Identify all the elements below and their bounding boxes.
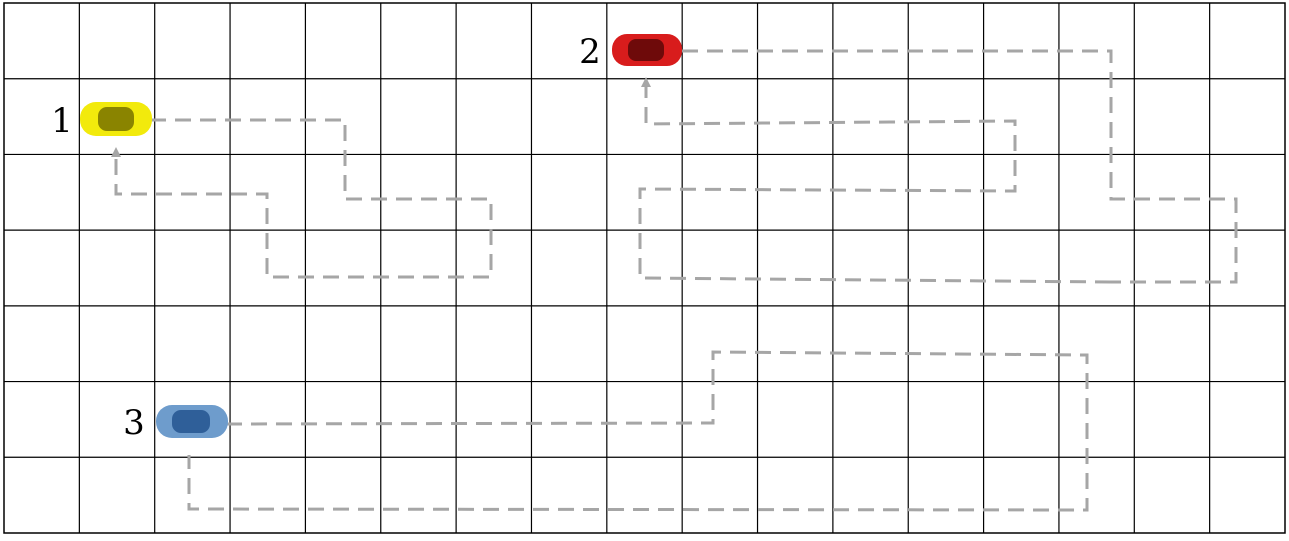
car-cabin [98,107,134,131]
car-cabin [628,39,664,61]
blue-car: 3 [123,403,228,443]
car-cabin [172,410,210,433]
red-car: 2 [579,32,682,72]
car-label: 1 [51,101,73,141]
car-label: 2 [579,32,601,72]
yellow-car: 1 [51,101,152,141]
car-label: 3 [123,403,145,443]
